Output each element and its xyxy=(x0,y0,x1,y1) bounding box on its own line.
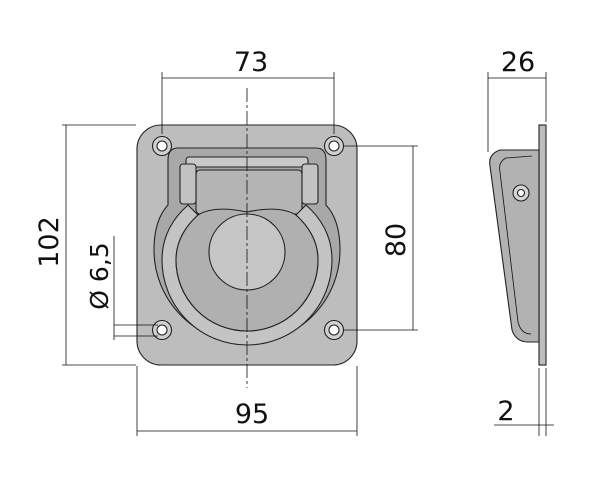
hole-bore-bl xyxy=(156,324,168,336)
side-dimensions: 26 2 xyxy=(487,47,554,436)
side-view xyxy=(489,124,547,366)
side-housing-inner xyxy=(499,155,533,335)
hinge-block xyxy=(195,169,303,215)
front-dimensions: 73 95 102 80 Ø 6,5 xyxy=(34,47,418,436)
dim-plate-width: 95 xyxy=(235,399,269,430)
hole-bore-tl xyxy=(156,140,168,152)
dim-plate-thickness: 2 xyxy=(497,396,514,427)
side-housing xyxy=(489,149,540,343)
front-view xyxy=(136,88,358,388)
hole-bore-tr xyxy=(328,140,340,152)
dim-hole-diameter: Ø 6,5 xyxy=(85,242,114,309)
dim-plate-height: 102 xyxy=(34,216,65,268)
side-pivot-pin-center xyxy=(516,188,526,198)
hinge-bracket-right xyxy=(301,163,319,205)
hole-bore-br xyxy=(328,324,340,336)
hinge-bracket-left xyxy=(179,163,197,205)
dim-hole-spacing-horizontal: 73 xyxy=(234,47,268,78)
dim-side-depth: 26 xyxy=(501,47,535,78)
dim-hole-spacing-vertical: 80 xyxy=(381,223,412,257)
mounting-holes xyxy=(151,135,345,341)
side-flange xyxy=(538,124,547,366)
